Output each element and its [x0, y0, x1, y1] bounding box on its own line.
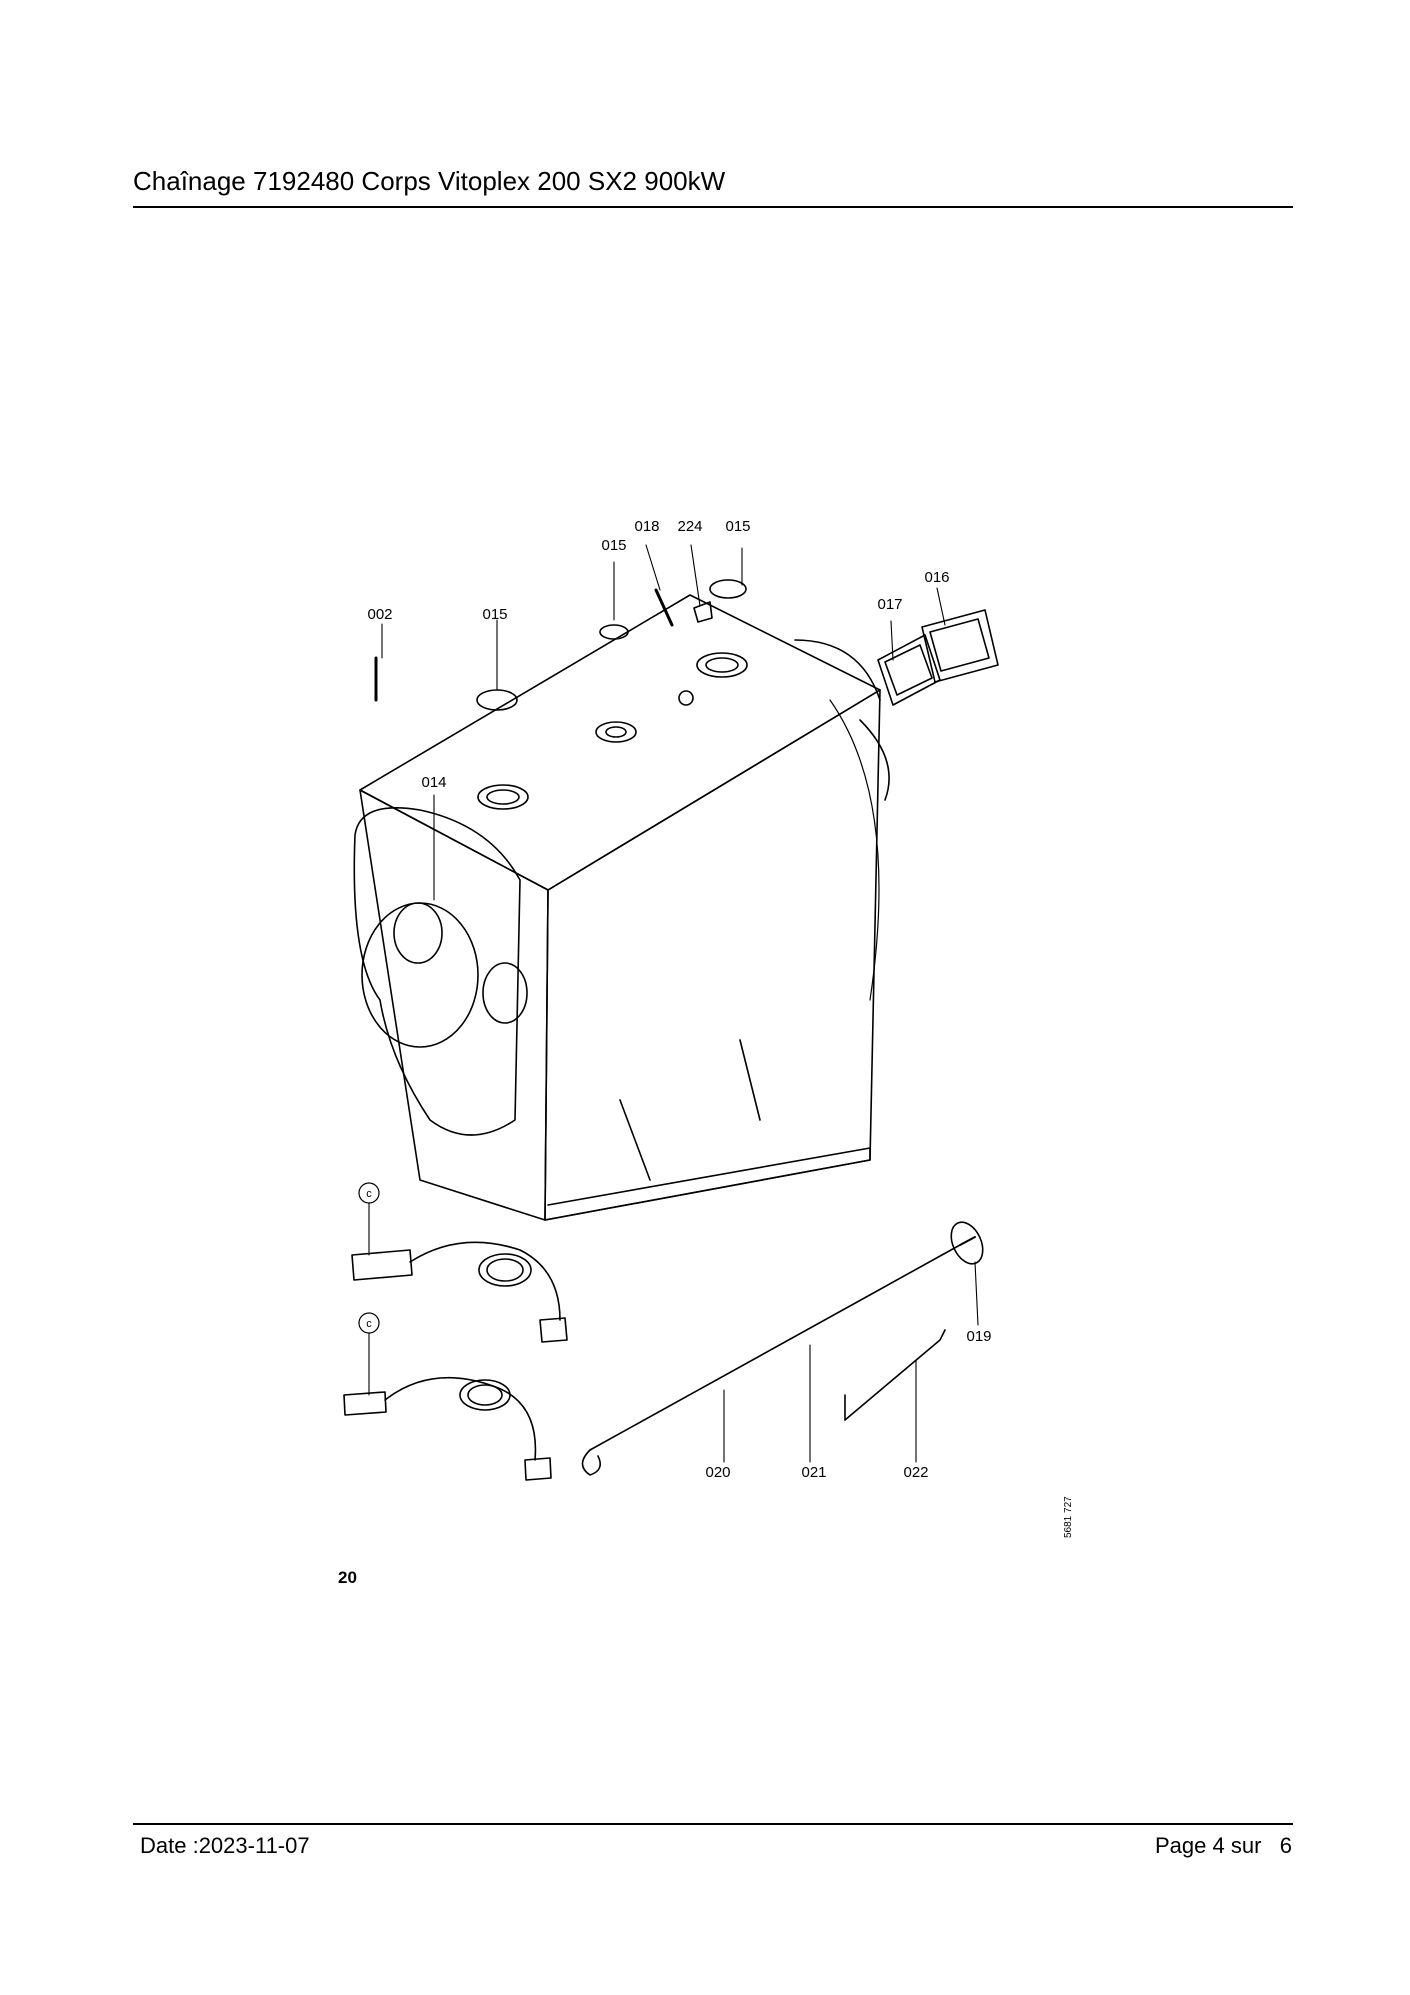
callout-019: 019	[966, 1328, 991, 1345]
callout-018: 018	[634, 518, 659, 535]
callout-020: 020	[705, 1464, 730, 1481]
callout-015-middle: 015	[601, 537, 626, 554]
connector-upper	[351, 1249, 413, 1281]
flange-front	[477, 784, 529, 810]
callout-022: 022	[903, 1464, 928, 1481]
flue-port	[482, 962, 528, 1024]
callout-014: 014	[421, 774, 446, 791]
footer-date: Date :2023-11-07	[140, 1833, 310, 1858]
figure-number: 20	[338, 1568, 357, 1587]
gasket-016	[921, 609, 999, 683]
sensor-well-018	[654, 588, 674, 627]
side-panel	[544, 689, 881, 1221]
header-rule	[133, 206, 1293, 208]
footer-rule	[133, 1823, 1293, 1825]
callout-c-lower: c	[366, 1318, 372, 1330]
front-panel	[359, 789, 549, 1221]
furnace-opening	[361, 902, 479, 1048]
flange-middle	[595, 721, 637, 743]
callout-224: 224	[677, 518, 702, 535]
bracket-224	[693, 601, 713, 623]
callout-017: 017	[877, 596, 902, 613]
tube-sheet	[353, 807, 521, 1136]
page-total: 6	[1279, 1833, 1292, 1858]
drawing-reference: 5681 727	[1063, 1496, 1074, 1538]
cleaning-rod-021	[589, 1244, 961, 1451]
cleaning-handle-020	[581, 1449, 601, 1476]
hook-022	[844, 1329, 946, 1421]
cleaning-brush-019	[950, 1221, 984, 1265]
callout-016: 016	[924, 569, 949, 586]
callout-015-right: 015	[725, 518, 750, 535]
callout-002: 002	[367, 606, 392, 623]
gasket-015-c	[709, 579, 747, 599]
flange-rear	[696, 652, 748, 678]
gasket-015-a	[599, 624, 629, 640]
callout-021: 021	[801, 1464, 826, 1481]
callout-015-left: 015	[482, 606, 507, 623]
callout-leaders	[368, 544, 979, 1463]
connector-lower	[343, 1391, 387, 1416]
footer-page-number: Page 4 sur 6	[1155, 1832, 1292, 1860]
callout-c-upper: c	[366, 1188, 372, 1200]
boiler-body	[343, 579, 999, 1481]
page-prefix: Page 4 sur	[1155, 1833, 1262, 1858]
page-title: Chaînage 7192480 Corps Vitoplex 200 SX2 …	[133, 166, 726, 196]
